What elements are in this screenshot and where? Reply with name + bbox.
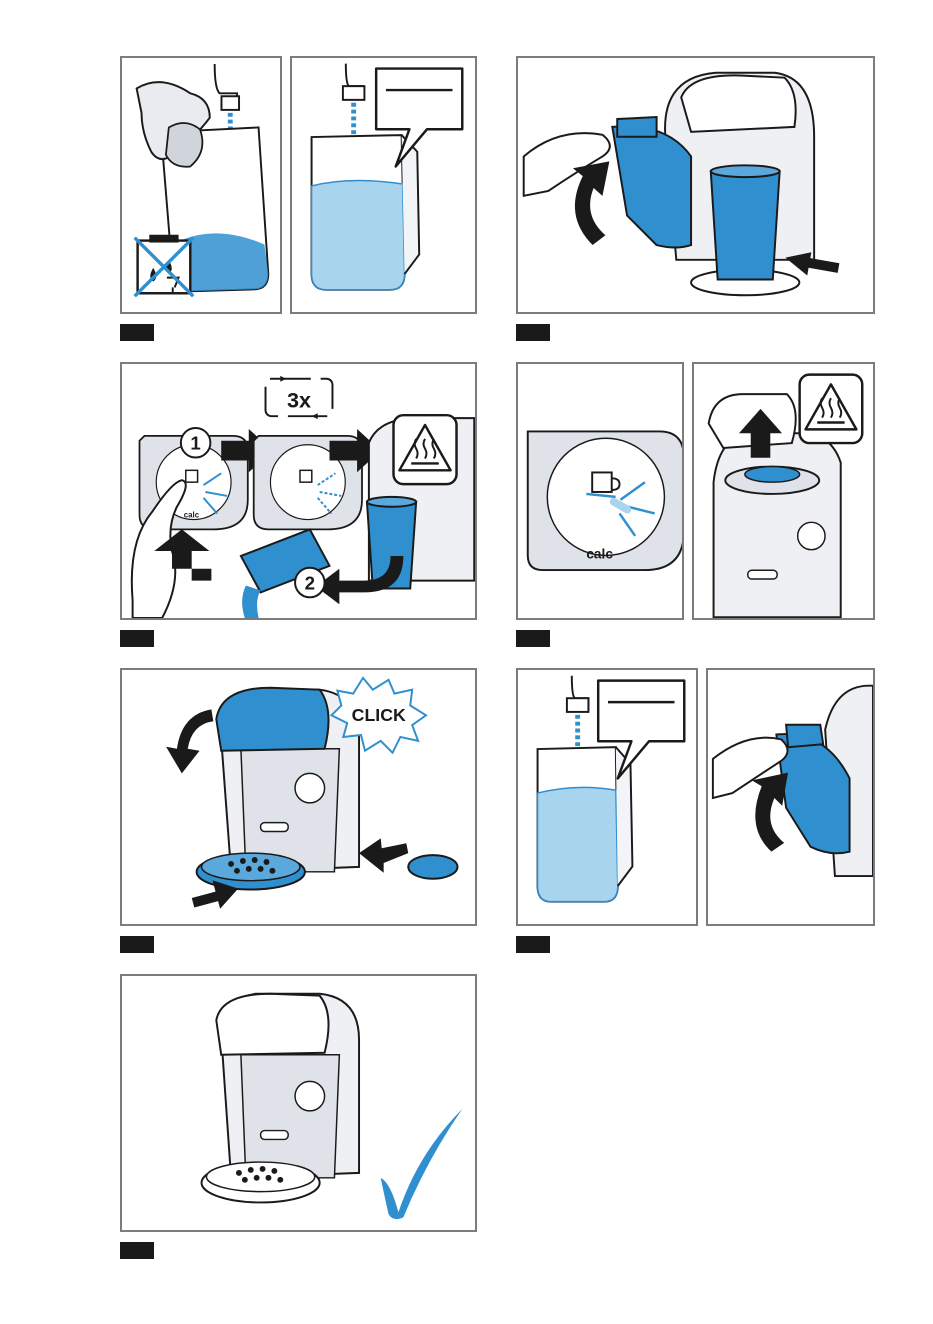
calc-label: calc [586,546,613,561]
calc-label: calc [184,511,200,520]
step-7-label [120,1242,154,1259]
checkmark-icon [381,1109,463,1219]
tap-water-icon [221,96,239,110]
step-4-label [516,630,550,647]
calc-button-closeup: calc [518,364,682,618]
step-4-panel-b [692,362,875,620]
step-2-label [516,324,550,341]
tank-filling-illustration [292,58,475,312]
sub-step-2: 2 [305,572,315,593]
tank-washing-illustration [122,58,280,312]
descale-cycle-illustration: 3x calc 1 [122,364,475,618]
step-6-panel-b [706,668,875,926]
step-6-panel-a [516,668,698,926]
close-lid-insert-tray-illustration: CLICK [122,670,475,924]
step-2-panel [516,56,875,314]
close-lid-arrow-icon [166,709,213,773]
step-4-panel-a: calc [516,362,684,620]
hot-surface-warning-icon [800,375,863,443]
open-lid-arrow-icon [573,161,609,245]
step-5-label [120,936,154,953]
step-6-label [516,936,550,953]
step-7-panel [120,974,477,1232]
no-dishwasher-icon [135,235,194,296]
lift-lid-illustration [694,364,873,618]
step-3-label [120,630,154,647]
click-label: CLICK [352,705,406,725]
step-1-panel-b [290,56,477,314]
machine-ready-illustration [122,976,475,1230]
step-1-panel-a [120,56,282,314]
machine-ready-icon [202,994,360,1203]
step-3-panel: 3x calc 1 [120,362,477,620]
tank-arrow-icon [752,773,788,852]
step-5-panel: CLICK [120,668,477,926]
reattach-tank-illustration [708,670,873,924]
tap-water-icon [343,86,365,100]
open-lid-insert-cup-illustration [518,58,873,312]
repeat-count: 3x [287,387,311,412]
tap-water-icon [567,698,589,712]
step-1-label [120,324,154,341]
hot-surface-warning-icon [394,415,457,484]
tank-refill-illustration [518,670,696,924]
sub-step-1: 1 [190,433,200,454]
calc-button-icon: calc [528,431,682,570]
